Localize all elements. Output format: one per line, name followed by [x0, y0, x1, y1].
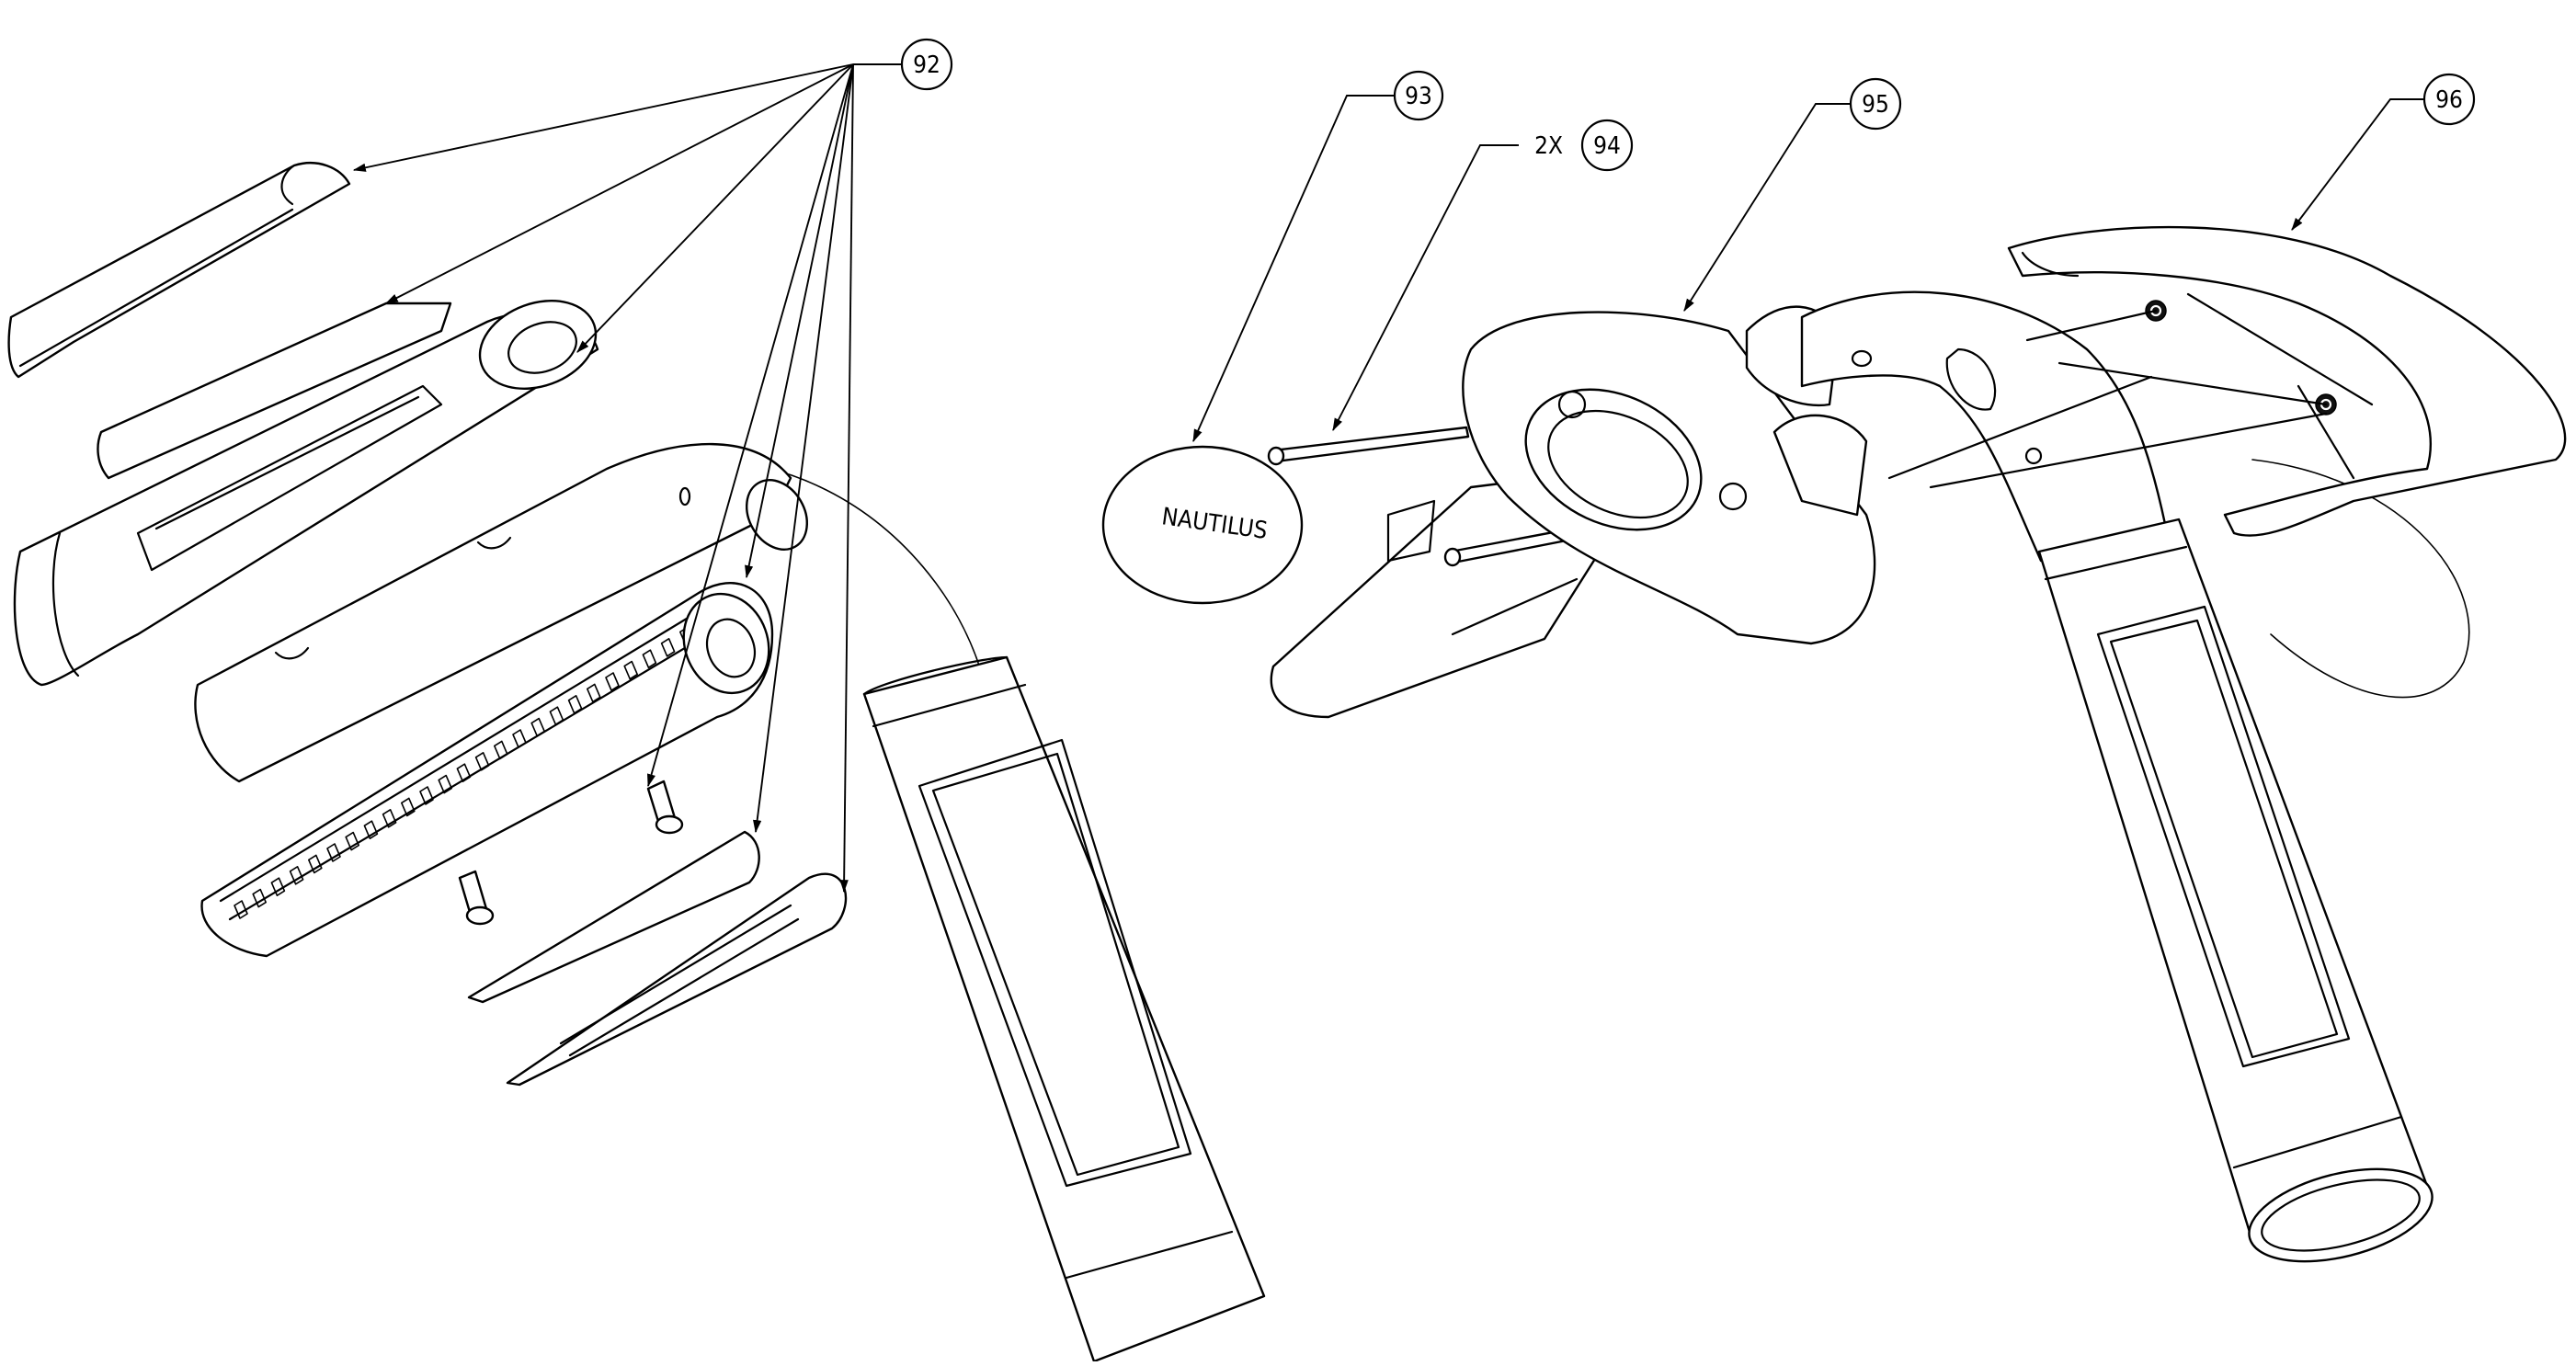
- track-tooth: [623, 660, 638, 680]
- leader-92: [647, 63, 854, 788]
- track-tooth: [642, 649, 657, 668]
- callout-92-label: 92: [913, 51, 940, 79]
- right-assembled-handlebar: NAUTILUS: [1101, 225, 2567, 1263]
- lower-shroud-part: [467, 830, 760, 1004]
- toothed-track-part: [200, 582, 774, 958]
- upper-handle-tube: [13, 300, 599, 687]
- track-tooth: [270, 877, 286, 896]
- track-tooth: [494, 740, 508, 760]
- mid-shroud-part: [97, 302, 452, 480]
- track-tooth: [289, 866, 304, 885]
- callout-leaders: [352, 63, 2425, 894]
- leader-92: [745, 63, 854, 579]
- track-tooth: [252, 888, 267, 908]
- track-tooth: [549, 706, 564, 725]
- rear-mount-casting: [1887, 225, 2567, 537]
- upper-shroud-part: [7, 162, 351, 379]
- screw-fastener: [458, 870, 495, 926]
- track-tooth: [234, 900, 248, 919]
- track-tooth: [605, 672, 620, 691]
- leader-92: [576, 63, 854, 353]
- right-grip-handle: [2037, 518, 2434, 1263]
- track-teeth: [234, 615, 712, 919]
- callout-94: 2X 94: [1517, 119, 1634, 172]
- leader-93: [1192, 95, 1395, 443]
- track-tooth: [438, 774, 452, 794]
- callout-93-label: 93: [1405, 83, 1432, 110]
- track-tooth: [530, 717, 545, 737]
- leader-96: [2291, 98, 2425, 231]
- callout-96: 96: [2422, 73, 2476, 126]
- leader-94: [1332, 144, 1517, 432]
- leader-95: [1683, 103, 1851, 312]
- curved-main-tube: [1800, 290, 2167, 563]
- track-tooth: [308, 854, 323, 874]
- callout-94-qty: 2X: [1534, 132, 1563, 160]
- callout-95-label: 95: [1862, 91, 1889, 119]
- track-tooth: [512, 729, 527, 748]
- track-tooth: [419, 786, 434, 805]
- leader-92: [752, 63, 854, 834]
- track-tooth: [474, 752, 490, 771]
- leader-92: [839, 63, 854, 894]
- callout-93: 93: [1393, 70, 1444, 121]
- left-exploded-handlebar: [7, 162, 2470, 1363]
- leader-92: [384, 63, 854, 304]
- track-tooth: [326, 843, 341, 862]
- callout-94-label: 94: [1593, 132, 1621, 160]
- leader-92: [352, 63, 854, 172]
- track-tooth: [363, 820, 379, 839]
- left-grip-handle: [862, 655, 1266, 1363]
- track-tooth: [401, 797, 416, 817]
- track-tooth: [345, 831, 359, 851]
- track-tooth: [382, 809, 397, 828]
- track-tooth: [456, 763, 472, 782]
- pin-fastener: [1267, 426, 1470, 466]
- callout-92: 92: [853, 38, 953, 91]
- track-tooth: [587, 683, 601, 703]
- curved-shroud-part: [194, 442, 808, 783]
- screw-fastener: [646, 780, 684, 835]
- track-tooth: [660, 638, 676, 657]
- callout-95: 95: [1849, 77, 1902, 131]
- callout-96-label: 96: [2435, 86, 2463, 114]
- emblem-cap: NAUTILUS: [1101, 445, 1304, 605]
- track-tooth: [567, 695, 583, 714]
